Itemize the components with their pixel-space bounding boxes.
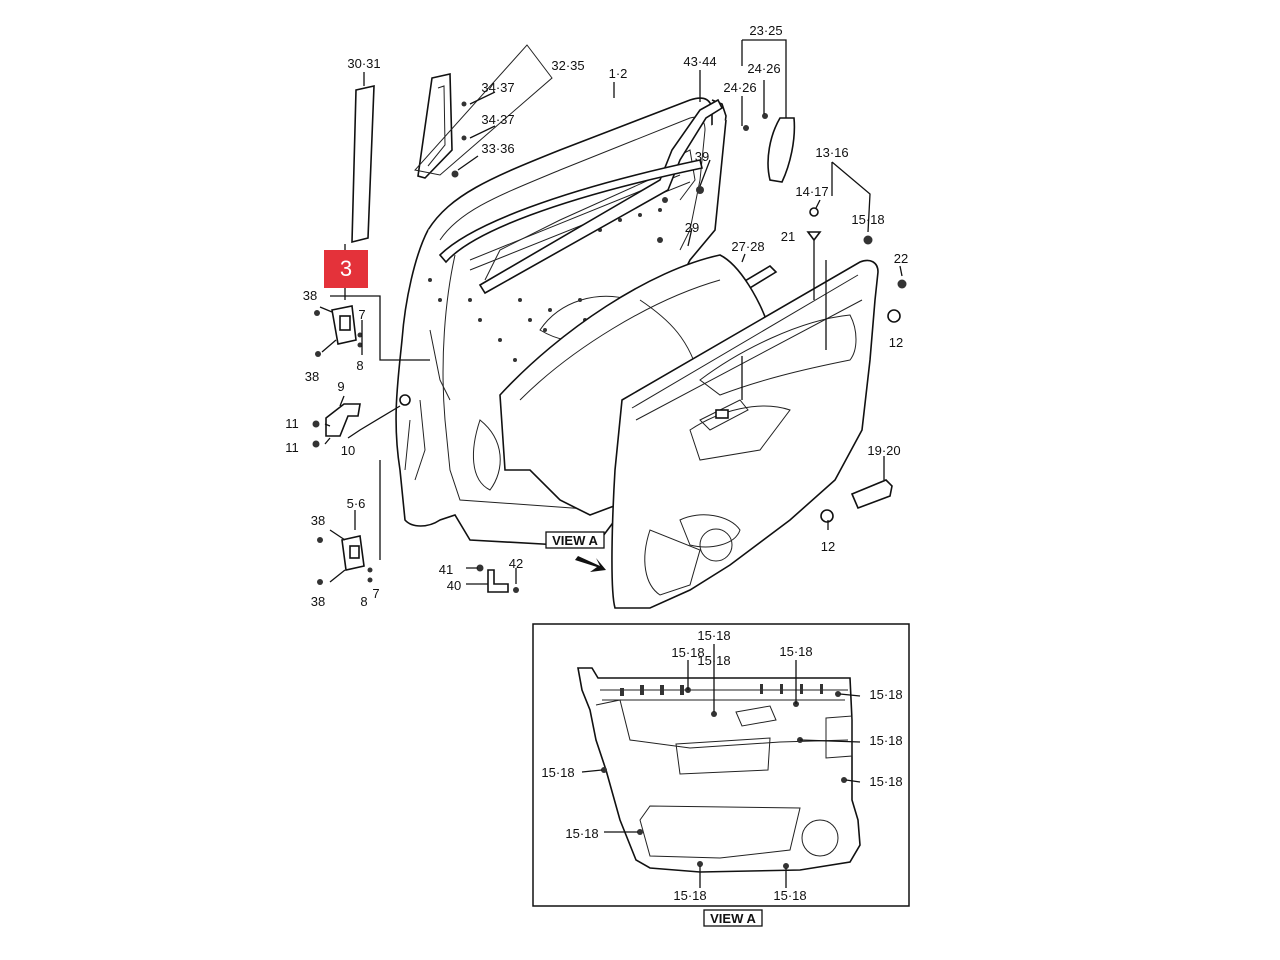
callout-1-2: 1·2 bbox=[609, 66, 628, 81]
callout-13-16: 13·16 bbox=[815, 145, 848, 160]
callout-39: 39 bbox=[695, 149, 709, 164]
callout-42: 42 bbox=[509, 556, 523, 571]
callout-40: 40 bbox=[447, 578, 461, 593]
callout-24-26-a: 24·26 bbox=[747, 61, 780, 76]
view-a-arrow-label: VIEW A bbox=[552, 533, 598, 548]
callout-8-b: 8 bbox=[360, 594, 367, 609]
inset-callout-1: 15·18 bbox=[697, 628, 730, 643]
clips bbox=[806, 207, 901, 523]
fasteners bbox=[312, 101, 907, 593]
inset-callout-8: 15·18 bbox=[565, 826, 598, 841]
callout-41: 41 bbox=[439, 562, 453, 577]
inset-callout-5: 15·18 bbox=[869, 733, 902, 748]
lower-hinge bbox=[341, 535, 365, 571]
inset-callout-6: 15·18 bbox=[869, 774, 902, 789]
callout-30-31: 30·31 bbox=[347, 56, 380, 71]
callout-7-b: 7 bbox=[372, 586, 379, 601]
callout-14-17: 14·17 bbox=[795, 184, 828, 199]
inset-callout-3: 15·18 bbox=[779, 644, 812, 659]
door-bracket bbox=[487, 569, 509, 593]
pillar-trim-strip bbox=[351, 84, 375, 244]
inset-callout-11: 15·18 bbox=[697, 653, 730, 668]
glass-run-channel bbox=[478, 98, 724, 295]
callout-10: 10 bbox=[341, 443, 355, 458]
view-a-arrow: VIEW A bbox=[545, 531, 606, 572]
callout-11-a: 11 bbox=[285, 416, 299, 431]
inset-callout-9: 15·18 bbox=[673, 888, 706, 903]
callout-38-c: 38 bbox=[311, 513, 325, 528]
inset-callout-10: 15·18 bbox=[773, 888, 806, 903]
callout-27-28: 27·28 bbox=[731, 239, 764, 254]
callout-38-d: 38 bbox=[311, 594, 325, 609]
callout-15-18: 15·18 bbox=[851, 212, 884, 227]
callout-24-26-b: 24·26 bbox=[723, 80, 756, 95]
callout-34-37-b: 34·37 bbox=[481, 112, 514, 127]
callout-8-a: 8 bbox=[356, 358, 363, 373]
callout-21: 21 bbox=[781, 229, 795, 244]
door-trim-panel bbox=[611, 259, 879, 609]
callout-19-20: 19·20 bbox=[867, 443, 900, 458]
callout-22: 22 bbox=[894, 251, 908, 266]
callout-43-44: 43·44 bbox=[683, 54, 716, 69]
callout-12-b: 12 bbox=[821, 539, 835, 554]
callout-29: 29 bbox=[685, 220, 699, 235]
callout-7-a: 7 bbox=[358, 307, 365, 322]
door-frame bbox=[395, 97, 727, 546]
view-a-inset: 15·18 15·18 15·18 15·18 15·18 15·18 15·1… bbox=[532, 623, 910, 927]
highlight-badge: 3 bbox=[324, 250, 368, 288]
upper-hinge bbox=[331, 305, 357, 345]
callout-38-b: 38 bbox=[305, 369, 319, 384]
callout-23-25: 23·25 bbox=[749, 23, 782, 38]
inset-callout-7: 15·18 bbox=[541, 765, 574, 780]
door-check bbox=[325, 394, 411, 437]
inset-callout-2: 15·18 bbox=[671, 645, 704, 660]
callout-11-b: 11 bbox=[285, 440, 299, 455]
main-callouts: 30·31 32·35 34·37 34·37 33·36 1·2 43·44 … bbox=[285, 23, 908, 609]
callout-5-6: 5·6 bbox=[347, 496, 366, 511]
inset-title: VIEW A bbox=[710, 911, 756, 926]
handle-bracket bbox=[850, 479, 893, 510]
sash-garnish bbox=[417, 73, 453, 179]
callout-9: 9 bbox=[337, 379, 344, 394]
callout-12-a: 12 bbox=[889, 335, 903, 350]
callout-34-37-a: 34·37 bbox=[481, 80, 514, 95]
callout-38-a: 38 bbox=[303, 288, 317, 303]
callout-33-36: 33·36 bbox=[481, 141, 514, 156]
mirror-corner-cover bbox=[767, 117, 796, 183]
inset-callout-4: 15·18 bbox=[869, 687, 902, 702]
callout-32-35: 32·35 bbox=[551, 58, 584, 73]
door-seal-strip bbox=[438, 159, 703, 264]
